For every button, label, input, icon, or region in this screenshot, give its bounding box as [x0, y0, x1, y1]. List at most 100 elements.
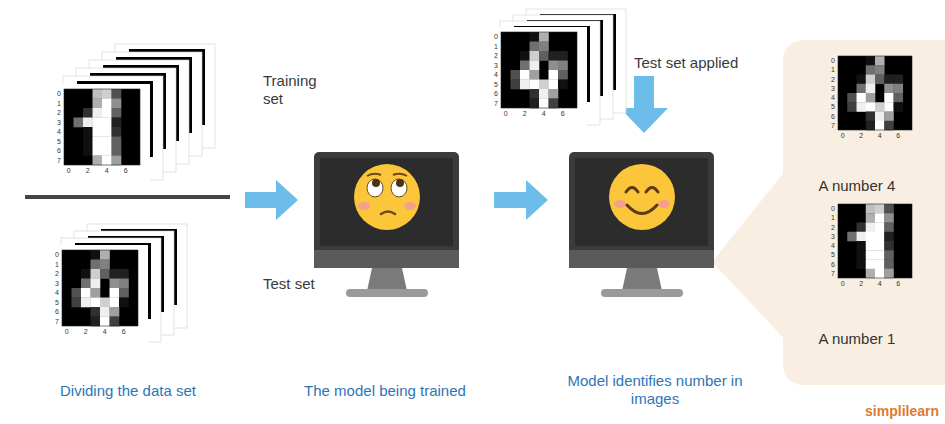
cheek — [358, 202, 370, 210]
pupil — [372, 179, 380, 187]
pixel — [93, 146, 103, 156]
pixel — [93, 118, 103, 128]
pixel — [83, 108, 93, 118]
pixel — [83, 146, 93, 156]
axis-tick: 3 — [488, 62, 498, 69]
pixel — [93, 108, 103, 118]
monitor-stand — [622, 268, 662, 291]
axis-tick: 6 — [825, 261, 835, 268]
pixel — [884, 121, 894, 131]
pixel — [93, 156, 103, 166]
pixel — [847, 102, 857, 112]
pixel — [91, 288, 101, 298]
pixel — [857, 232, 867, 242]
face — [354, 164, 420, 230]
pixel — [866, 269, 876, 279]
pixel — [884, 93, 894, 103]
pixel — [100, 250, 110, 260]
pixel — [112, 137, 122, 147]
eye — [367, 179, 383, 197]
image-ground — [501, 32, 577, 108]
pixel — [875, 213, 885, 223]
axis-tick: 0 — [825, 205, 835, 212]
axis-tick: 2 — [825, 224, 835, 231]
axis-tick: 3 — [51, 119, 61, 126]
pixel — [530, 61, 540, 71]
pixel — [520, 61, 530, 71]
down-arrow — [620, 76, 668, 133]
pixel — [558, 80, 568, 90]
monitor-screen — [320, 158, 453, 246]
pixel — [857, 75, 867, 85]
image-frame — [62, 250, 138, 326]
image-frame — [501, 32, 577, 108]
pixel — [847, 93, 857, 103]
pixel — [866, 93, 876, 103]
pixel — [110, 298, 120, 308]
axis-tick: 7 — [51, 157, 61, 164]
pixel — [875, 75, 885, 85]
axis-tick: 1 — [488, 43, 498, 50]
monitor-bezel — [569, 152, 714, 268]
pixel — [91, 269, 101, 279]
smiling-emoji — [609, 164, 675, 230]
axis-tick: 2 — [82, 167, 94, 174]
axis-tick: 6 — [892, 132, 904, 139]
pixel — [549, 99, 559, 109]
pixel — [100, 269, 110, 279]
pixel — [91, 317, 101, 327]
result-label: A number 1 — [819, 330, 896, 348]
pixel — [894, 102, 904, 112]
set-label: Test set — [263, 275, 353, 293]
pixel — [112, 127, 122, 137]
monitor-base — [346, 289, 428, 297]
image-frame — [838, 204, 912, 278]
pixel — [81, 288, 91, 298]
pixel — [549, 89, 559, 99]
front-card — [487, 27, 587, 131]
pixel — [857, 223, 867, 233]
digit-image — [64, 89, 140, 165]
axis-tick: 6 — [557, 110, 569, 117]
eye — [391, 179, 407, 197]
pixel — [857, 84, 867, 94]
pixel — [857, 102, 867, 112]
pixel — [539, 51, 549, 61]
image-ground — [838, 56, 912, 130]
closed-eye — [626, 188, 638, 193]
pixel — [875, 269, 885, 279]
pixel — [83, 118, 93, 128]
pixel — [549, 80, 559, 90]
axis-tick: 4 — [49, 289, 59, 296]
axis-tick: 7 — [825, 270, 835, 277]
pixel — [112, 108, 122, 118]
digit-image — [501, 32, 577, 108]
step-caption: The model being trained — [270, 382, 500, 400]
mouth — [381, 212, 395, 215]
pixel — [110, 288, 120, 298]
callout-wedge — [712, 165, 790, 345]
axis-tick: 6 — [892, 280, 904, 287]
pixel — [549, 61, 559, 71]
axis-tick: 6 — [49, 308, 59, 315]
pixel — [875, 260, 885, 270]
pixel — [539, 32, 549, 42]
pixel — [875, 56, 885, 66]
pixel — [884, 112, 894, 122]
monitor — [569, 152, 714, 297]
pixel — [102, 118, 112, 128]
pixel — [866, 65, 876, 75]
pixel — [866, 241, 876, 251]
pixel — [549, 70, 559, 80]
axis-tick: 4 — [825, 242, 835, 249]
pixel — [91, 260, 101, 270]
pixel — [894, 84, 904, 94]
monitor-bezel — [314, 152, 459, 268]
pixel — [549, 51, 559, 61]
pixel — [102, 127, 112, 137]
pixel — [102, 146, 112, 156]
pixel — [100, 260, 110, 270]
pixel — [91, 279, 101, 289]
axis-tick: 0 — [837, 132, 849, 139]
pixel — [884, 223, 894, 233]
